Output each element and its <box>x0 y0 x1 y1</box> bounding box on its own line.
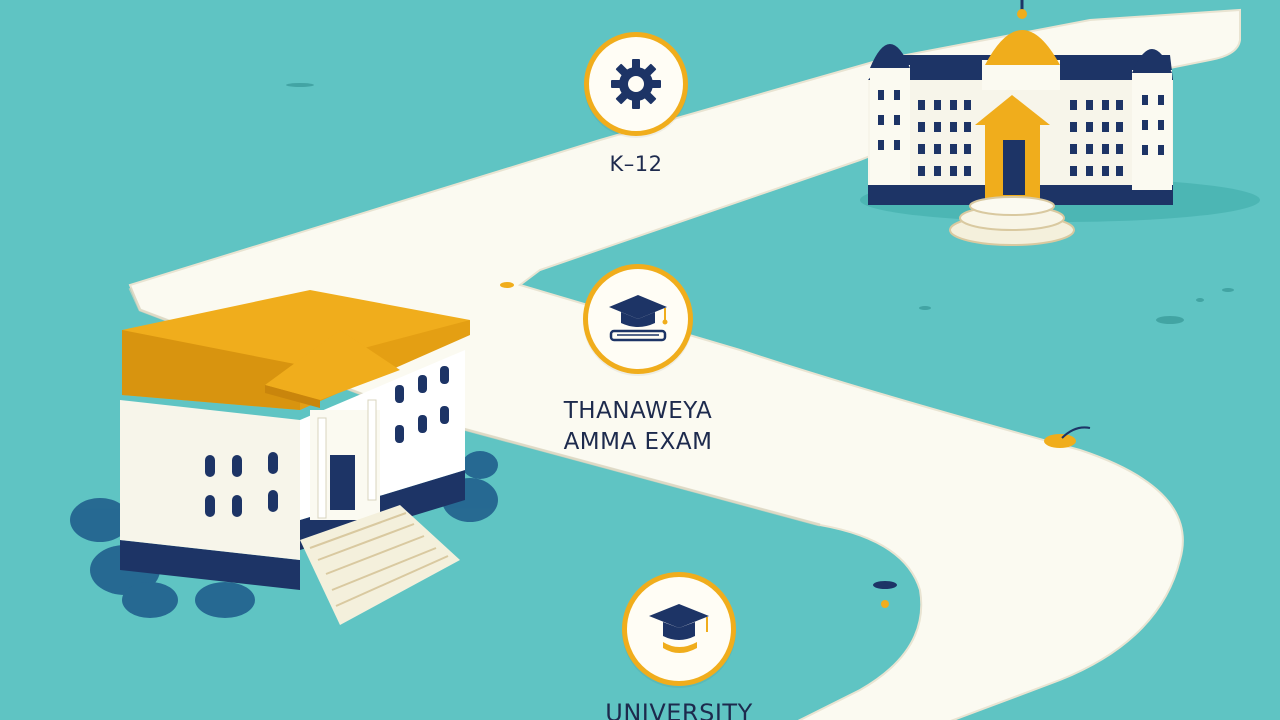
ground-marks <box>286 83 1234 324</box>
gear-icon <box>611 59 661 109</box>
milestone-badge <box>622 572 736 686</box>
milestone-label-line: AMMA EXAM <box>563 429 713 456</box>
milestone-label-line: THANAWEYA <box>563 398 713 424</box>
school-building <box>70 290 498 625</box>
graduation-cap-on-book-icon <box>609 295 668 342</box>
winding-path <box>128 8 1241 720</box>
gold-coin-right <box>1044 434 1076 448</box>
milestone-label: UNIVERSITY <box>605 699 753 720</box>
milestone-badge <box>583 264 693 374</box>
milestone-thanaweya-amma: THANAWEYA AMMA EXAM <box>538 264 738 458</box>
milestone-k12: K–12 <box>584 32 688 176</box>
milestone-university: UNIVERSITY <box>605 572 752 720</box>
gold-coin-left <box>500 282 514 288</box>
university-building <box>860 0 1260 246</box>
milestone-label: K–12 <box>609 152 663 176</box>
graduation-cap-icon <box>649 604 709 653</box>
milestone-label: THANAWEYA AMMA EXAM <box>564 396 713 458</box>
milestone-badge <box>584 32 688 136</box>
